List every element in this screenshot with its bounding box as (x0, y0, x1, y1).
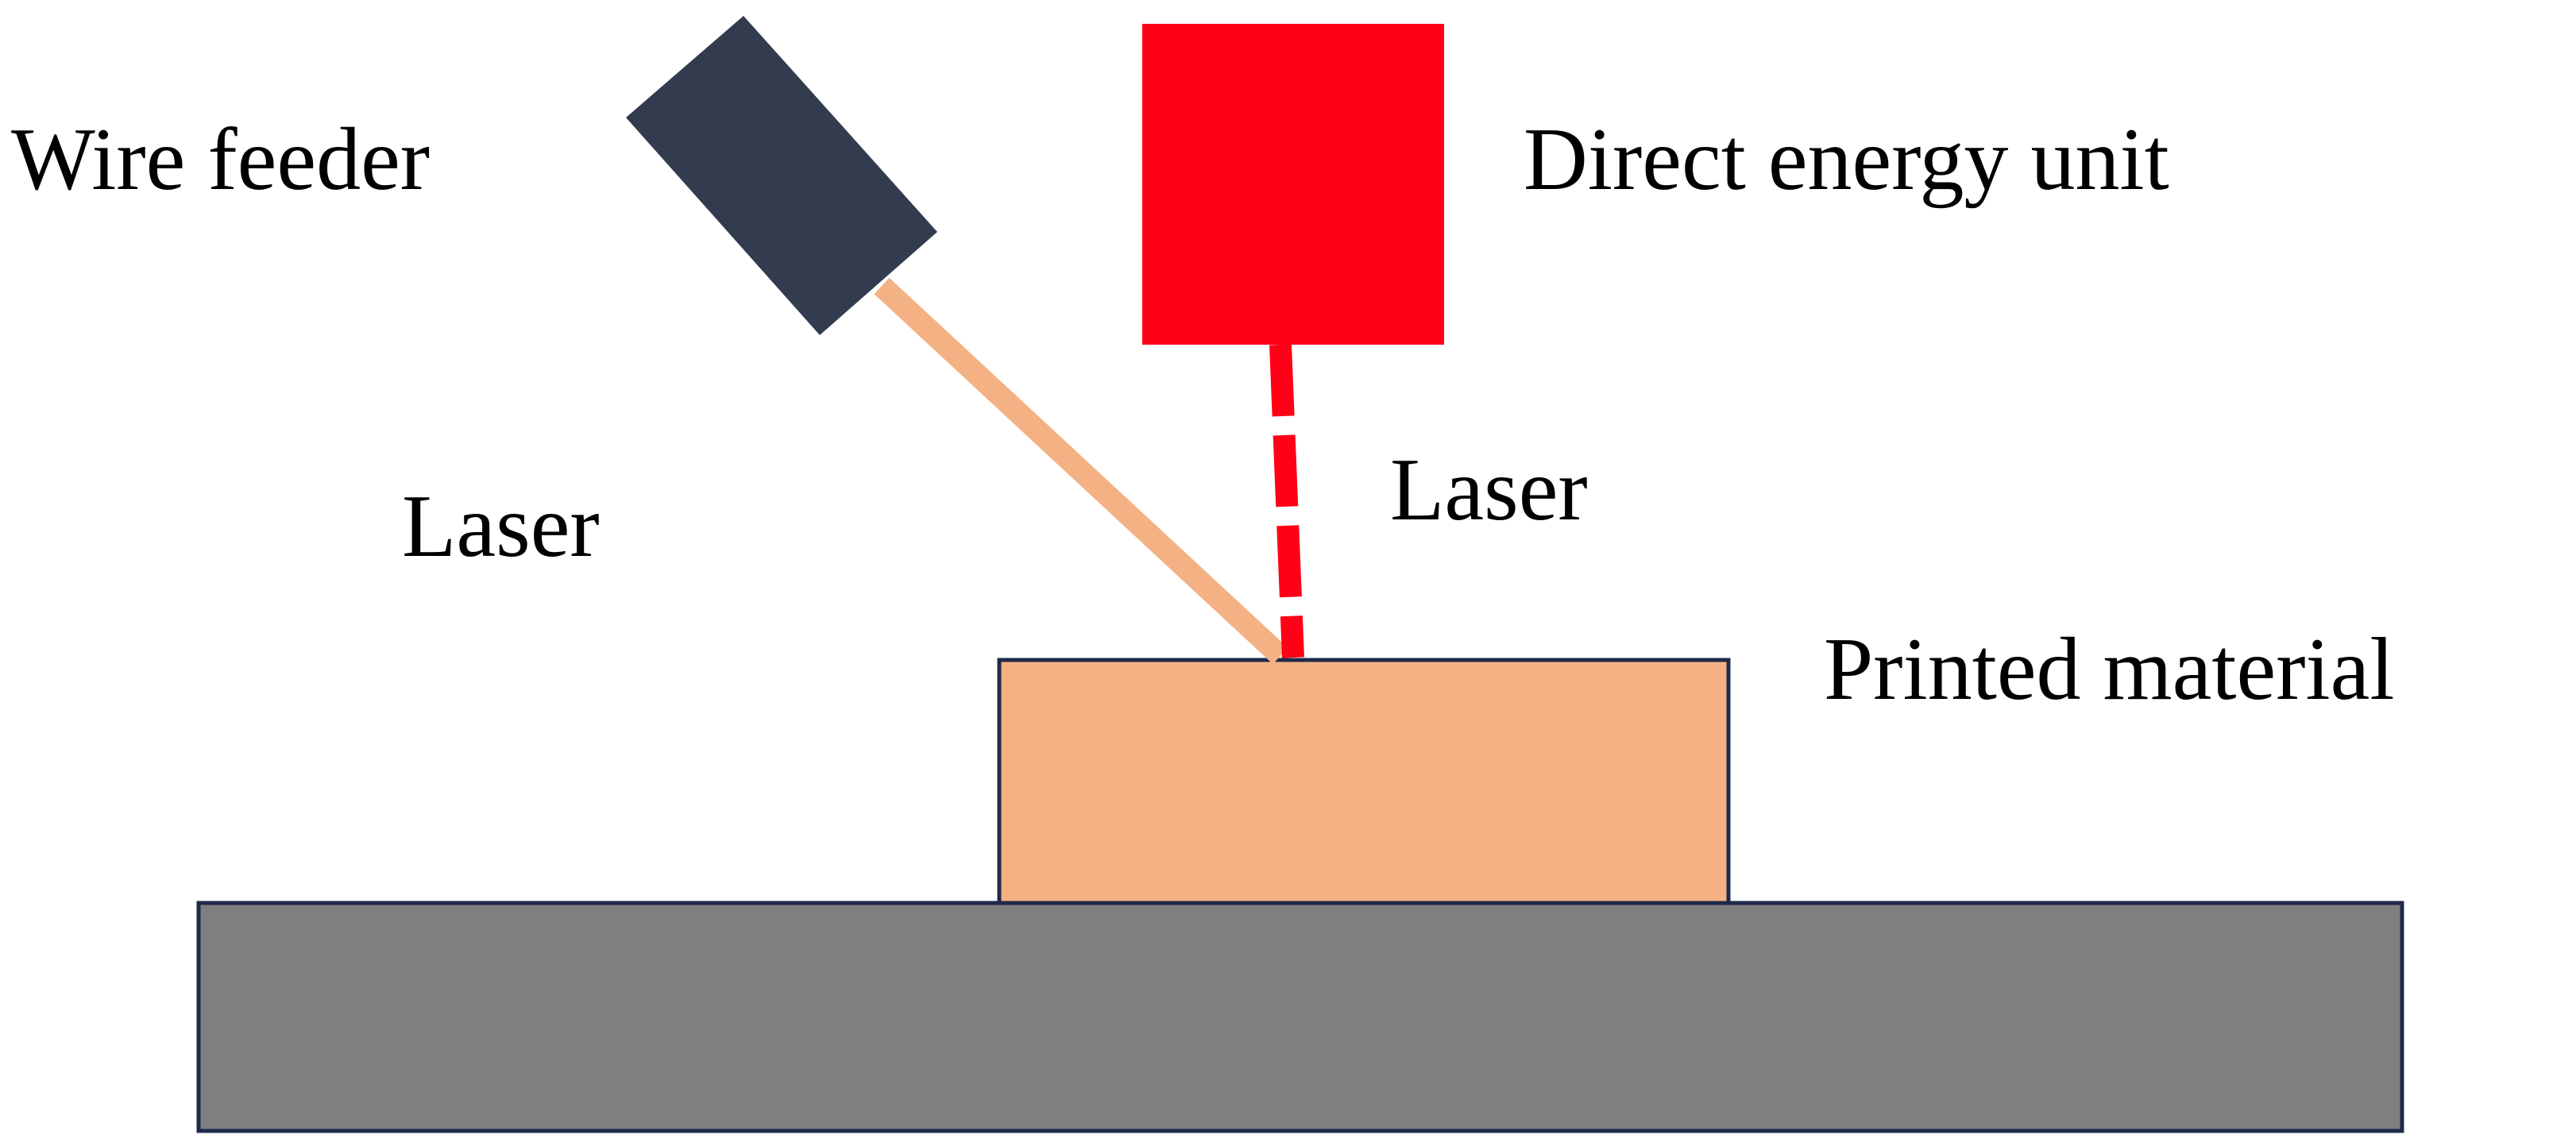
laser-beam (1269, 344, 1304, 658)
wire-feeder-body (626, 16, 937, 335)
laser-label-right: Laser (1390, 441, 1588, 539)
wire (874, 277, 1288, 665)
printed-material-label: Printed material (1824, 620, 2394, 719)
substrate-plate (196, 901, 2404, 1133)
printed-material-block (997, 658, 1731, 905)
direct-energy-unit-label: Direct energy unit (1524, 110, 2169, 209)
laser-label-left: Laser (402, 477, 600, 576)
direct-energy-unit-box (1142, 24, 1444, 345)
wire-feeder-label: Wire feeder (11, 110, 430, 209)
